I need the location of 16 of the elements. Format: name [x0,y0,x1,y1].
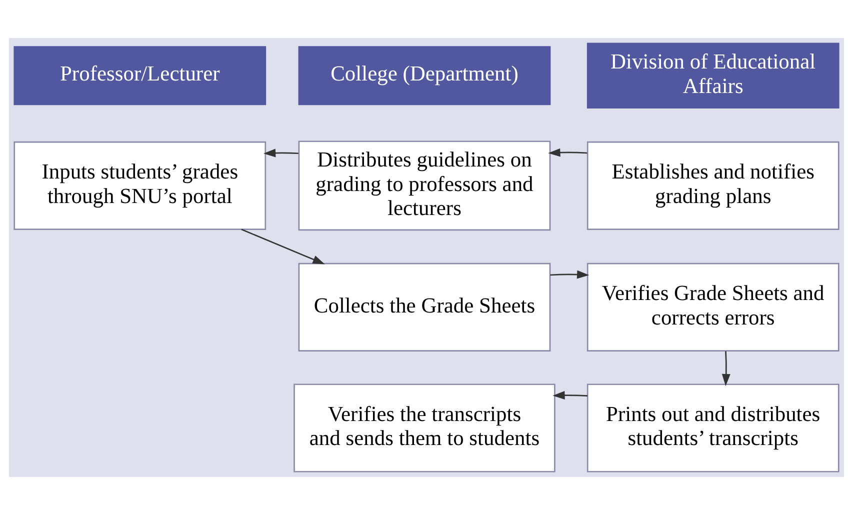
node-box: Establishes and notifies grading plans [586,140,839,230]
arrow [550,270,589,278]
arrow [721,350,730,386]
node-box: Distributes guidelines on grading to professors and lecturers [298,140,550,230]
node-box: Verifies Grade Sheets and corrects errors [586,262,839,351]
node-box: Prints out and distributes students’ transcripts [586,383,839,472]
node-box: Professor/Lecturer [13,46,266,105]
node-box: Inputs students’ grades through SNU’s portal [13,140,266,230]
arrow [240,228,324,264]
arrow [552,390,588,400]
arrow [548,148,587,156]
node-box: Verifies the transcripts and sends them to students [293,383,555,472]
arrow [263,148,298,157]
node-box: Collects the Grade Sheets [298,262,550,351]
node-box: Division of Educational Affairs [586,42,839,108]
node-box: College (Department) [298,46,550,105]
